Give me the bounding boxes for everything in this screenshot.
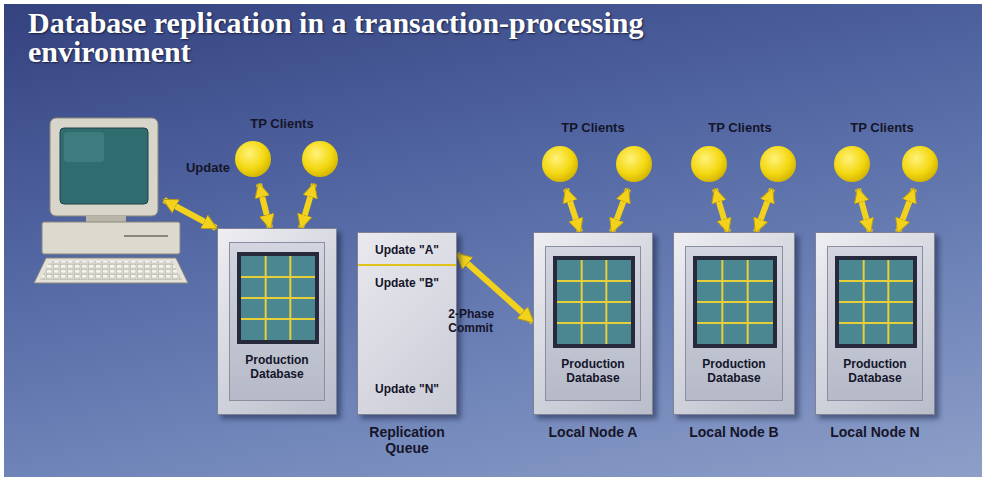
node-name: Local Node A — [514, 424, 672, 440]
client-circle — [902, 146, 938, 182]
update-arrow — [164, 200, 216, 228]
grid-line — [839, 322, 913, 324]
grid-line — [697, 301, 773, 303]
keyboard — [34, 258, 188, 283]
system-unit — [42, 222, 180, 254]
client-circle — [235, 141, 271, 177]
database-box: Production DatabaseLocal Node B — [673, 232, 795, 415]
group-label: TP Clients — [832, 120, 932, 135]
screen-glare — [64, 132, 104, 162]
client-circle — [616, 146, 652, 182]
database-label: Production Database — [827, 357, 923, 385]
node-name: Local Node N — [796, 424, 954, 440]
grid-line — [557, 280, 631, 282]
database-label: Production Database — [545, 357, 641, 385]
table-grid — [237, 252, 319, 344]
background: Production Database Update "A" Update "B" U… — [4, 4, 982, 477]
table-grid — [553, 256, 635, 348]
keys — [40, 261, 182, 280]
client-arrow — [566, 189, 580, 232]
database-label: Production Database — [685, 357, 783, 385]
arrow-label: Update — [178, 160, 238, 175]
group-label: TP Clients — [690, 120, 790, 135]
table-grid — [693, 256, 777, 348]
grid-line — [241, 318, 315, 320]
screen — [60, 128, 148, 204]
client-circle — [302, 141, 338, 177]
queue-entry: Update "A" — [362, 243, 452, 257]
queue-entry: Update "B" — [362, 276, 452, 290]
grid-cells — [697, 260, 773, 344]
node-name: Local Node B — [654, 424, 814, 440]
group-label: TP Clients — [543, 120, 643, 135]
database-box: Production Database — [217, 228, 337, 415]
client-circle — [542, 146, 578, 182]
client-circle — [760, 146, 796, 182]
database-box: Production DatabaseLocal Node N — [815, 232, 935, 415]
client-arrows — [259, 184, 914, 232]
client-arrow — [259, 184, 270, 228]
queue-separator — [358, 264, 456, 266]
grid-line — [697, 280, 773, 282]
grid-frame — [553, 256, 635, 348]
grid-line — [839, 301, 913, 303]
grid-cells — [839, 260, 913, 344]
queue-box: Update "A"Update "B"Update "N"Replicatio… — [357, 232, 457, 415]
grid-line — [557, 322, 631, 324]
client-arrow — [756, 189, 772, 232]
client-circle — [834, 146, 870, 182]
monitor — [50, 118, 158, 216]
client-circle — [691, 146, 727, 182]
client-arrow — [715, 189, 728, 232]
table-grid — [835, 256, 917, 348]
grid-cells — [241, 256, 315, 340]
grid-frame — [693, 256, 777, 348]
drive-slot — [124, 235, 168, 237]
grid-line — [241, 276, 315, 278]
grid-line — [557, 301, 631, 303]
grid-line — [241, 297, 315, 299]
grid-frame — [835, 256, 917, 348]
title: Database replication in a transaction-pr… — [28, 8, 688, 66]
grid-line — [697, 322, 773, 324]
grid-cells — [557, 260, 631, 344]
grid-frame — [237, 252, 319, 344]
grid-line — [839, 280, 913, 282]
queue-entry: Update "N" — [362, 382, 452, 396]
tp-clients — [235, 141, 938, 232]
client-arrow — [612, 189, 628, 232]
client-arrow — [898, 189, 914, 232]
database-label: Production Database — [229, 353, 325, 381]
queue-name: Replication Queue — [358, 424, 456, 456]
edge-label: 2-Phase Commit — [448, 307, 504, 335]
database-box: Production DatabaseLocal Node A — [533, 232, 653, 415]
client-arrow — [301, 184, 314, 228]
client-arrow — [858, 189, 870, 232]
group-label: TP Clients — [232, 116, 332, 131]
